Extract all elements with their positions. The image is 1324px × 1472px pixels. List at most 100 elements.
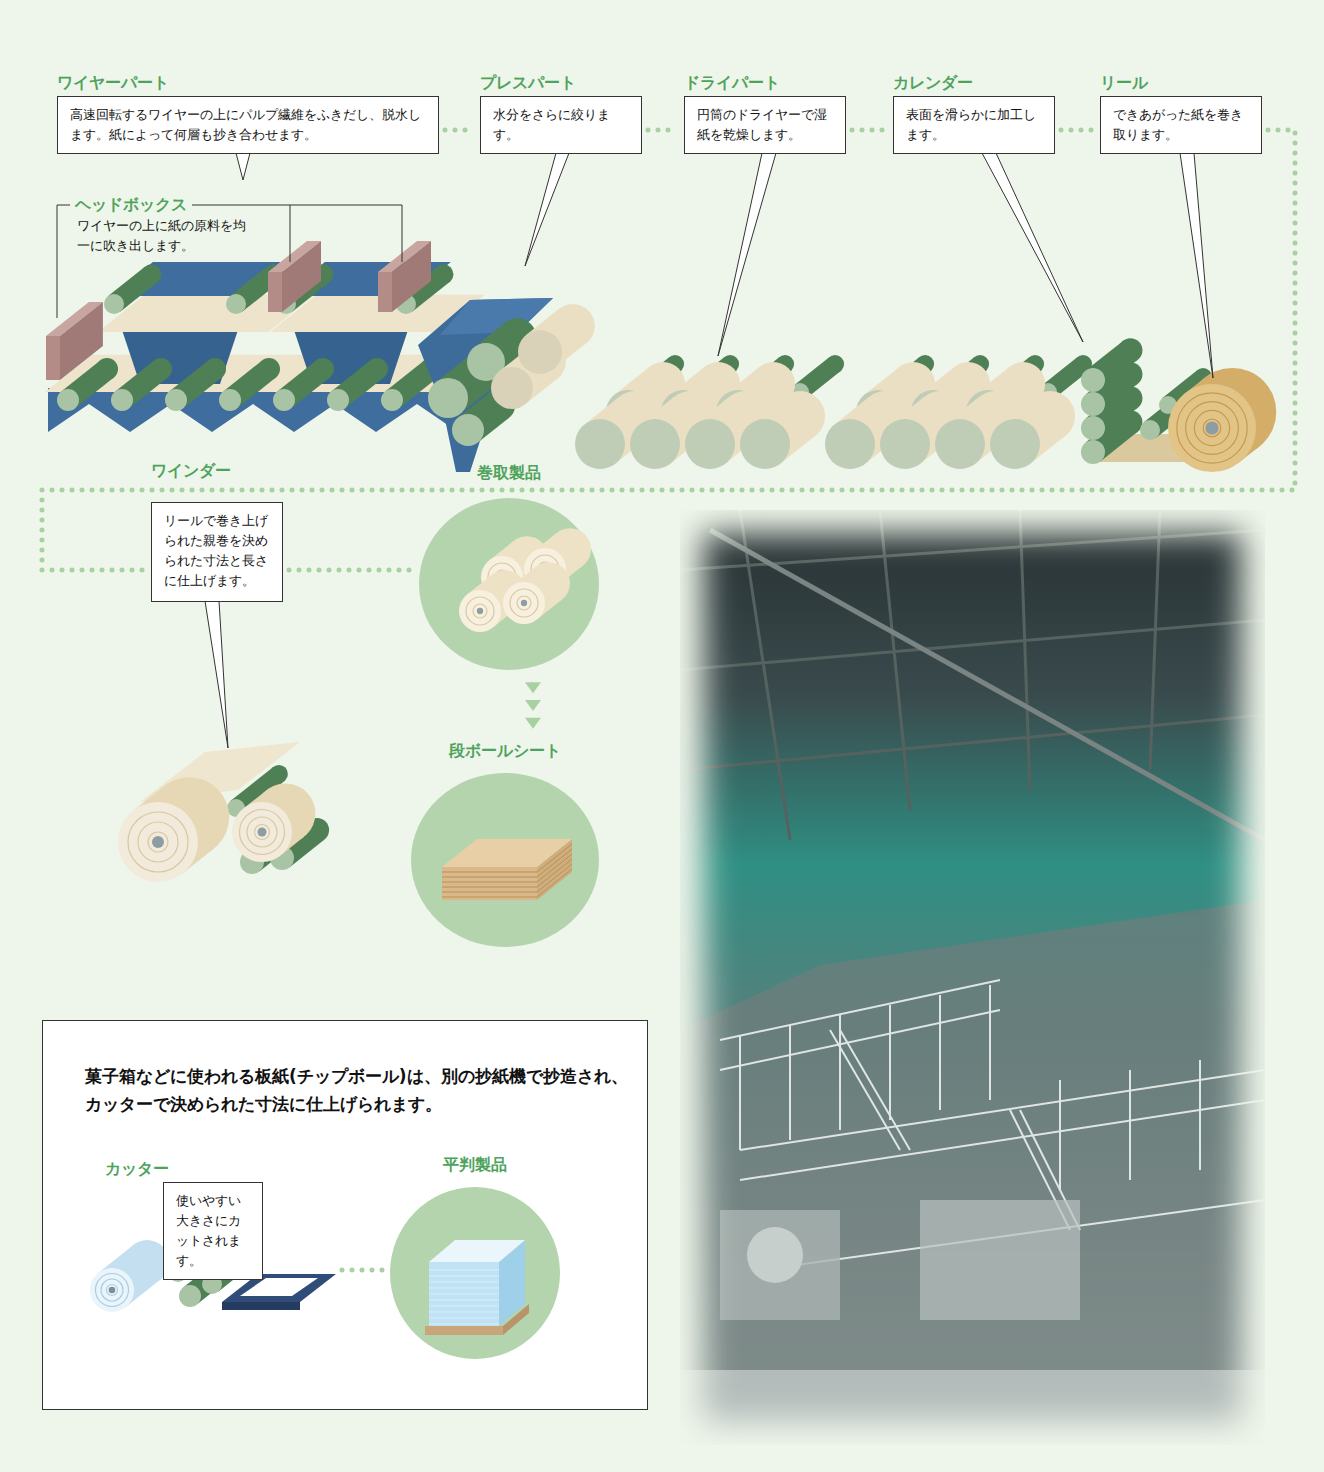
- roll-end: [825, 419, 875, 469]
- dotted-line: [289, 568, 412, 573]
- dotted-connector: [1061, 130, 1094, 131]
- part-heading: ワイヤーパート: [57, 72, 439, 94]
- callout-box: 高速回転するワイヤーの上にパルプ繊維をふきだし、脱水します。紙によって何層も抄き…: [57, 96, 439, 154]
- leader-fill: [525, 153, 569, 266]
- board-layer: [442, 859, 572, 887]
- callout-box: 水分をさらに絞ります。: [480, 96, 642, 154]
- dotted-connector: [648, 130, 678, 131]
- sheet-line: [429, 1282, 499, 1283]
- roll-end: [179, 1285, 201, 1307]
- roll-ring: [107, 1285, 118, 1296]
- paper-machine: [45, 241, 1276, 472]
- board-layer: [442, 869, 572, 897]
- part-heading: プレスパート: [480, 72, 642, 94]
- conveyor: [222, 1302, 300, 1310]
- roll-end: [57, 389, 79, 411]
- circle-shape: [389, 1186, 561, 1360]
- sheet-line: [429, 1306, 499, 1307]
- headbox-front: [268, 272, 282, 312]
- sheet-line: [429, 1324, 499, 1325]
- callout-node: ワインダーリールで巻き上げられた親巻を決められた寸法と長さに仕上げます。: [151, 460, 283, 602]
- callout-box: 円筒のドライヤーで湿紙を乾燥します。: [684, 96, 846, 154]
- leader-line: [525, 153, 569, 266]
- product-heading: 段ボールシート: [410, 740, 600, 762]
- cut-sheet: [240, 1278, 318, 1296]
- roll-end: [219, 389, 241, 411]
- leader-line: [205, 601, 228, 748]
- product-heading: 平判製品: [389, 1154, 561, 1176]
- arrow-triangle: [525, 700, 541, 711]
- ceiling-beams: [680, 510, 1265, 840]
- sheet-line: [429, 1300, 499, 1301]
- part-heading: カレンダー: [893, 72, 1055, 94]
- roll-end: [685, 419, 735, 469]
- dotted-line: [1061, 128, 1094, 133]
- callout-text: できあがった紙を巻き取ります。: [1113, 105, 1249, 145]
- sheet-stack: [429, 1262, 499, 1326]
- leader-line: [1180, 153, 1213, 378]
- roll-ring: [101, 1279, 123, 1301]
- arrow-triangle: [525, 718, 541, 729]
- ceiling-beam: [710, 530, 1265, 840]
- callout-box: 表面を滑らかに加工します。: [893, 96, 1055, 154]
- leader-line: [982, 153, 1083, 342]
- roll-end: [111, 389, 133, 411]
- roll-core: [521, 600, 527, 606]
- roll-end: [459, 590, 501, 632]
- part-heading: ヘッドボックス: [70, 194, 192, 216]
- roll-end: [452, 414, 484, 446]
- callout-node: リールできあがった紙を巻き取ります。: [1100, 72, 1262, 154]
- dotted-line: [342, 1268, 383, 1273]
- roll-end: [118, 802, 198, 882]
- circle-ground: [419, 498, 599, 670]
- roll-end: [990, 419, 1040, 469]
- product-heading: 巻取製品: [418, 462, 600, 484]
- headbox-side: [282, 241, 321, 312]
- roll-ring: [473, 604, 487, 618]
- roll-end: [1081, 416, 1105, 440]
- board-top: [442, 839, 572, 867]
- roll-core: [152, 836, 164, 848]
- circle-shape: [410, 772, 600, 948]
- callout-node: ドライパート円筒のドライヤーで湿紙を乾燥します。: [684, 72, 846, 154]
- headbox-front: [378, 272, 392, 312]
- roll-end: [935, 419, 985, 469]
- sheet-line: [429, 1276, 499, 1277]
- product-circle: 平判製品: [389, 1154, 561, 1360]
- roll-ring: [466, 597, 494, 625]
- dotted-connector: [342, 1270, 383, 1271]
- roll-end: [1081, 440, 1105, 464]
- roll-end: [630, 419, 680, 469]
- dotted-line: [648, 128, 678, 133]
- roll-end: [232, 802, 292, 862]
- arrow-triangle: [525, 682, 541, 693]
- leader-line: [236, 153, 250, 180]
- roll-ring: [128, 812, 188, 872]
- roll-end: [491, 367, 533, 409]
- press-felt: [418, 298, 553, 472]
- headbox-front: [46, 336, 60, 380]
- sheet-line: [429, 1288, 499, 1289]
- leader-fill: [1180, 153, 1213, 378]
- callout-node: カレンダー表面を滑らかに加工します。: [893, 72, 1055, 154]
- board-layer: [442, 849, 572, 877]
- board-layer: [442, 864, 572, 892]
- leader-fill: [205, 601, 228, 748]
- roll-end: [428, 378, 468, 418]
- leader-line: [718, 153, 776, 356]
- photo-content: [680, 510, 1265, 1445]
- roll-ring: [255, 825, 270, 840]
- product-circle: 巻取製品: [418, 462, 600, 671]
- product-circle: 段ボールシート: [410, 740, 600, 948]
- leader-fill: [236, 153, 250, 180]
- callout-node: ワイヤーパート高速回転するワイヤーの上にパルプ繊維をふきだし、脱水します。紙によ…: [57, 72, 439, 154]
- circle-shape: [418, 497, 600, 671]
- roll-end: [518, 330, 562, 374]
- sheet-line: [429, 1312, 499, 1313]
- dotted-line: [445, 128, 474, 133]
- circle-ground: [390, 1187, 560, 1359]
- board-layer: [442, 854, 572, 882]
- roll-end: [1081, 368, 1105, 392]
- roll-ring: [240, 810, 285, 855]
